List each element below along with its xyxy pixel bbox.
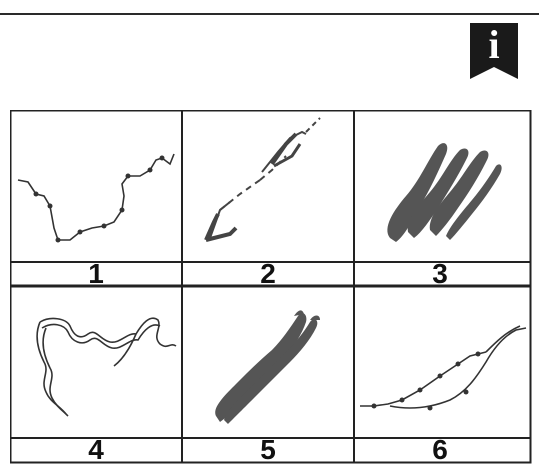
panel-5-chromosome [215, 310, 320, 424]
panel-6-threads [360, 325, 527, 409]
top-rule [0, 13, 539, 15]
panel-3-chromosomes [387, 143, 502, 242]
panel-1-thread [17, 153, 175, 241]
badge-letter: i [488, 22, 500, 67]
panel-5-label: 5 [260, 434, 276, 465]
panel-6-beads [371, 351, 481, 411]
panel-2-label: 2 [260, 258, 276, 289]
chromosome-stage-grid: 1 2 3 4 5 6 [10, 110, 535, 466]
panel-4-threads [36, 317, 177, 417]
info-bookmark-icon: i [470, 23, 518, 79]
panel-3-label: 3 [432, 258, 448, 289]
panel-4-label: 4 [88, 434, 104, 465]
panel-1-label: 1 [88, 258, 104, 289]
panel-1-beads [33, 155, 165, 243]
panel-2-thread [204, 117, 321, 242]
panel-6-label: 6 [432, 434, 448, 465]
grid-svg [10, 110, 532, 464]
